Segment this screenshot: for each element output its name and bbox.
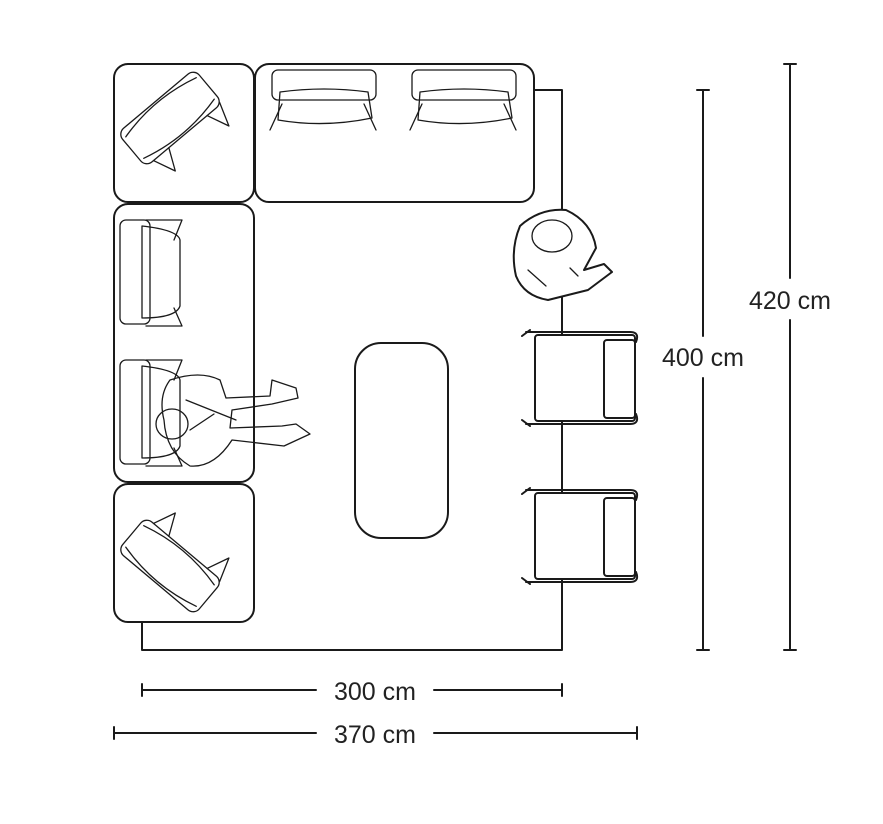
- person-seated: [155, 374, 311, 467]
- dimension-total-depth: 420 cm: [749, 63, 831, 651]
- armchair: [521, 329, 639, 427]
- armchair: [521, 487, 639, 585]
- cushion: [119, 219, 183, 327]
- dimension-label: 300 cm: [334, 678, 416, 706]
- dimension-label: 370 cm: [334, 721, 416, 749]
- dimension-label: 420 cm: [749, 287, 831, 315]
- dimension-rug-depth: 400 cm: [662, 89, 744, 651]
- cushion: [119, 359, 183, 467]
- cushion: [409, 69, 517, 131]
- rug: [141, 89, 563, 651]
- person-standing: [512, 208, 613, 301]
- sofa-corner-bottom: [113, 483, 255, 623]
- dimension-total-width: 370 cm: [113, 721, 638, 749]
- cushion: [269, 69, 377, 131]
- coffee-table: [354, 342, 449, 539]
- sofa-corner-top: [113, 63, 255, 203]
- sofa-module-top: [254, 63, 535, 203]
- dimension-rug-width: 300 cm: [141, 678, 563, 706]
- dimension-label: 400 cm: [662, 344, 744, 372]
